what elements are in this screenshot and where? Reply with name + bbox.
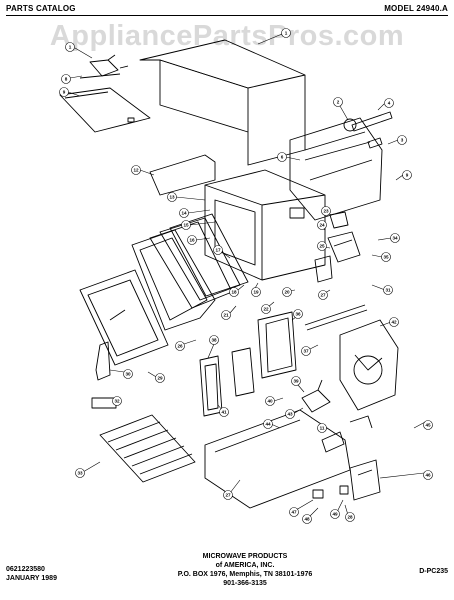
callout-number: 12	[133, 168, 139, 173]
callout-number: 8	[65, 77, 68, 82]
capacitor	[314, 255, 333, 283]
rear-panel	[289, 117, 383, 221]
oven-cavity	[204, 169, 326, 281]
callout-number: 16	[189, 238, 195, 243]
control-panel	[199, 355, 223, 417]
callout-number: 1	[69, 45, 72, 50]
callout-circles	[59, 28, 433, 524]
control-circuit	[231, 347, 255, 397]
header-divider	[6, 15, 448, 16]
callout-number: 25	[319, 244, 325, 249]
callout-number: 24	[319, 223, 325, 228]
callout-number: 47	[291, 510, 297, 515]
callout-number: 34	[392, 236, 398, 241]
company-name: MICROWAVE PRODUCTS	[202, 553, 288, 560]
callout-number: 4	[388, 101, 391, 106]
fan-housing	[339, 319, 399, 411]
switch	[321, 431, 345, 453]
watermark: AppliancePartsPros.com	[49, 20, 405, 52]
company-address: P.O. BOX 1976, Memphis, TN 38101-1976	[177, 571, 313, 578]
callout-number: 27	[320, 293, 326, 298]
model-number: MODEL 24940.A	[384, 4, 448, 13]
lamp	[343, 118, 357, 132]
callout-number: 19	[253, 290, 259, 295]
callout-number: 17	[215, 248, 221, 253]
side-plate	[149, 154, 216, 196]
callout-number: 21	[223, 313, 229, 318]
callout-number: 3	[401, 138, 404, 143]
callout-number: 41	[221, 410, 227, 415]
hinge	[95, 341, 111, 381]
callout-number: 13	[169, 195, 175, 200]
diagram-code: D-PC235	[419, 568, 448, 575]
callout-number: 44	[265, 422, 271, 427]
control-frame	[257, 311, 297, 379]
callout-number: 23	[323, 209, 329, 214]
callout-number: 27	[225, 493, 231, 498]
callout-number: 29	[157, 376, 163, 381]
callout-number: 26	[177, 344, 183, 349]
callout-number: 37	[303, 349, 309, 354]
callout-number: 35	[383, 255, 389, 260]
footer-left: 0621223580 JANUARY 1989	[6, 565, 57, 583]
callout-number: 32	[114, 399, 120, 404]
part-number: 0621223580	[6, 566, 45, 573]
rod	[79, 73, 121, 79]
transformer	[327, 231, 361, 263]
callout-number: 20	[284, 290, 290, 295]
callout-number: 30	[125, 372, 131, 377]
callout-number: 43	[287, 412, 293, 417]
callout-leaders	[67, 33, 428, 518]
callout-number: 18	[231, 290, 237, 295]
callout-number: 42	[391, 320, 397, 325]
callout-number: 33	[77, 471, 83, 476]
outer-cabinet	[139, 39, 306, 166]
callout-number: 40	[267, 399, 273, 404]
callout-number: 46	[425, 473, 431, 478]
callout-number: 9	[406, 173, 409, 178]
callout-number: 28	[347, 515, 353, 520]
callout-number: 1	[285, 31, 288, 36]
catalog-heading: PARTS CATALOG	[6, 4, 76, 13]
company-phone: 901-366-3135	[223, 580, 267, 587]
callout-numbers: 1 8 9 1 2 4 3 6 9 12 13 14 15 16 23 24 2…	[63, 31, 431, 522]
callout-number: 39	[293, 379, 299, 384]
footer-company: MICROWAVE PRODUCTS of AMERICA, INC. P.O.…	[150, 552, 340, 588]
terminal	[312, 489, 324, 499]
callout-number: 22	[263, 307, 269, 312]
catalog-date: JANUARY 1989	[6, 575, 57, 582]
wire	[349, 415, 373, 429]
callout-number: 9	[63, 90, 66, 95]
spring	[367, 137, 383, 149]
callout-number: 31	[385, 288, 391, 293]
callout-number: 49	[332, 512, 338, 517]
clip	[339, 485, 349, 495]
callout-number: 15	[183, 223, 189, 228]
base-plate	[59, 87, 151, 133]
bracket	[351, 111, 393, 132]
thermal-fuse	[349, 459, 381, 501]
oven-rack	[99, 414, 196, 483]
filter	[91, 397, 117, 409]
callout-number: 36	[295, 312, 301, 317]
callout-number: 6	[281, 155, 284, 160]
company-sub: of AMERICA, INC.	[215, 562, 275, 569]
callout-number: 45	[425, 423, 431, 428]
callout-number: 38	[211, 338, 217, 343]
support-rod	[304, 304, 368, 331]
front-door	[79, 269, 169, 366]
stirrer-fan	[89, 54, 129, 77]
callout-number: 2	[337, 100, 340, 105]
callout-number: 11	[320, 426, 325, 431]
fan-blade	[301, 379, 331, 413]
diode	[329, 211, 349, 229]
callout-number: 48	[304, 517, 310, 522]
callout-number: 14	[181, 211, 187, 216]
